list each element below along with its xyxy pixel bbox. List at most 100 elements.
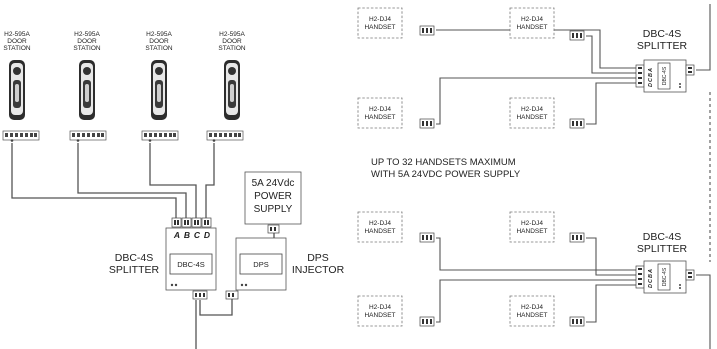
handset-line2: HANDSET [516, 228, 547, 235]
capacity-note: UP TO 32 HANDSETS MAXIMUM WITH 5A 24VDC … [371, 157, 521, 180]
handset-line2: HANDSET [516, 114, 547, 121]
door-station-line3: STATION [3, 45, 31, 52]
port-label-c: C [194, 230, 201, 240]
right-splitter-bottom-device-label: DBC-4S [662, 267, 668, 286]
handset-line2: HANDSET [516, 24, 547, 31]
handset-model: H2-DJ4 [369, 16, 391, 23]
connector-icon [171, 217, 212, 228]
door-station-line3: STATION [218, 45, 246, 52]
connector-icon [685, 269, 695, 281]
right-splitter-bottom-panel [657, 263, 671, 291]
connector-icon [419, 118, 435, 129]
note-line2: WITH 5A 24VDC POWER SUPPLY [371, 169, 521, 180]
handset-line2: HANDSET [364, 24, 395, 31]
handset-line2: HANDSET [364, 114, 395, 121]
terminal-block-icon [206, 130, 244, 142]
port-label-c: C [648, 77, 654, 82]
port-label-b: B [648, 73, 654, 77]
connector-icon [569, 316, 585, 327]
handset-model: H2-DJ4 [521, 16, 543, 23]
door-station-model: H2-595A [146, 31, 172, 38]
door-station-line2: DOOR [222, 38, 242, 45]
dps-injector: DPS DPS INJECTOR [225, 237, 345, 300]
handset-model: H2-DJ4 [369, 220, 391, 227]
connector-icon [419, 316, 435, 327]
door-station-model: H2-595A [4, 31, 30, 38]
power-supply-line3: SUPPLY [254, 204, 293, 215]
handset-box [509, 211, 555, 243]
right-splitter-bottom-title-line2: SPLITTER [637, 243, 688, 255]
wires [11, 4, 711, 349]
terminal-block-icon [2, 130, 40, 142]
wire-riser-top [696, 4, 711, 71]
port-label-b: B [648, 274, 654, 278]
port-label-a: A [173, 230, 180, 240]
door-station-4: H2-595A DOOR STATION [206, 31, 246, 142]
connector-icon [685, 64, 695, 76]
handset-box [357, 97, 403, 129]
door-station-2: H2-595A DOOR STATION [69, 31, 107, 142]
handset-2: H2-DJ4 HANDSET [509, 7, 585, 41]
left-splitter-panel [169, 253, 213, 275]
right-splitter-top-title-line1: DBC-4S [643, 28, 682, 40]
right-splitter-top: DBC-4S SPLITTER A B C D DBC-4S [635, 28, 695, 93]
port-label-b: B [184, 230, 190, 240]
note-line1: UP TO 32 HANDSETS MAXIMUM [371, 157, 516, 168]
door-stations: H2-595A DOOR STATION H2-595A DOOR STATIO… [2, 31, 246, 142]
handset-box [357, 211, 403, 243]
power-supply-line2: POWER [254, 191, 292, 202]
door-station-icon [224, 60, 240, 120]
left-splitter-title-line2: SPLITTER [109, 264, 160, 276]
wire-handset-8 [586, 284, 638, 323]
port-label-d: D [204, 230, 210, 240]
dps-device-label: DPS [253, 260, 268, 269]
handset-model: H2-DJ4 [521, 220, 543, 227]
door-station-line3: STATION [145, 45, 173, 52]
terminal-block-icon [69, 130, 107, 142]
port-label-d: D [648, 284, 654, 288]
door-station-model: H2-595A [74, 31, 100, 38]
door-station-icon [79, 60, 95, 120]
handset-8: H2-DJ4 HANDSET [509, 295, 585, 327]
handset-line2: HANDSET [364, 312, 395, 319]
door-station-3: H2-595A DOOR STATION [141, 31, 179, 142]
wire-door-1 [11, 143, 177, 218]
wire-handset-4 [586, 82, 638, 125]
door-station-1: H2-595A DOOR STATION [2, 31, 40, 142]
wire-riser-bottom [696, 274, 711, 349]
handset-7: H2-DJ4 HANDSET [357, 295, 435, 327]
dps-title-line2: INJECTOR [292, 264, 345, 276]
terminal-block-icon [141, 130, 179, 142]
dps-title-line1: DPS [307, 252, 329, 264]
handsets: H2-DJ4 HANDSET H2-DJ4 HANDSET H2-DJ4 HAN… [357, 7, 585, 327]
handset-line2: HANDSET [364, 228, 395, 235]
wire-handset-2 [586, 35, 638, 74]
door-station-icon [151, 60, 167, 120]
left-splitter-title-line1: DBC-4S [115, 252, 154, 264]
wire-handset-3 [436, 77, 638, 125]
right-splitter-bottom-title-line1: DBC-4S [643, 231, 682, 243]
handset-3: H2-DJ4 HANDSET [357, 97, 435, 129]
door-station-line2: DOOR [7, 38, 27, 45]
connector-icon [635, 64, 645, 88]
port-label-a: A [648, 68, 654, 73]
wire-handset-7 [436, 279, 638, 323]
power-supply: 5A 24Vdc POWER SUPPLY [244, 171, 302, 234]
connector-icon [192, 290, 208, 300]
handset-box [509, 295, 555, 327]
door-station-line2: DOOR [149, 38, 169, 45]
handset-box [357, 295, 403, 327]
connector-icon [419, 25, 435, 36]
handset-model: H2-DJ4 [521, 304, 543, 311]
power-supply-line1: 5A 24Vdc [252, 178, 295, 189]
right-splitter-top-title-line2: SPLITTER [637, 40, 688, 52]
wire-handset-6 [586, 237, 638, 276]
handset-box [509, 7, 555, 39]
right-splitter-top-device-label: DBC-4S [662, 66, 668, 85]
connector-icon [225, 290, 239, 300]
connector-icon [569, 30, 585, 41]
handset-4: H2-DJ4 HANDSET [509, 97, 585, 129]
wire-splitter-to-dps [199, 298, 233, 316]
